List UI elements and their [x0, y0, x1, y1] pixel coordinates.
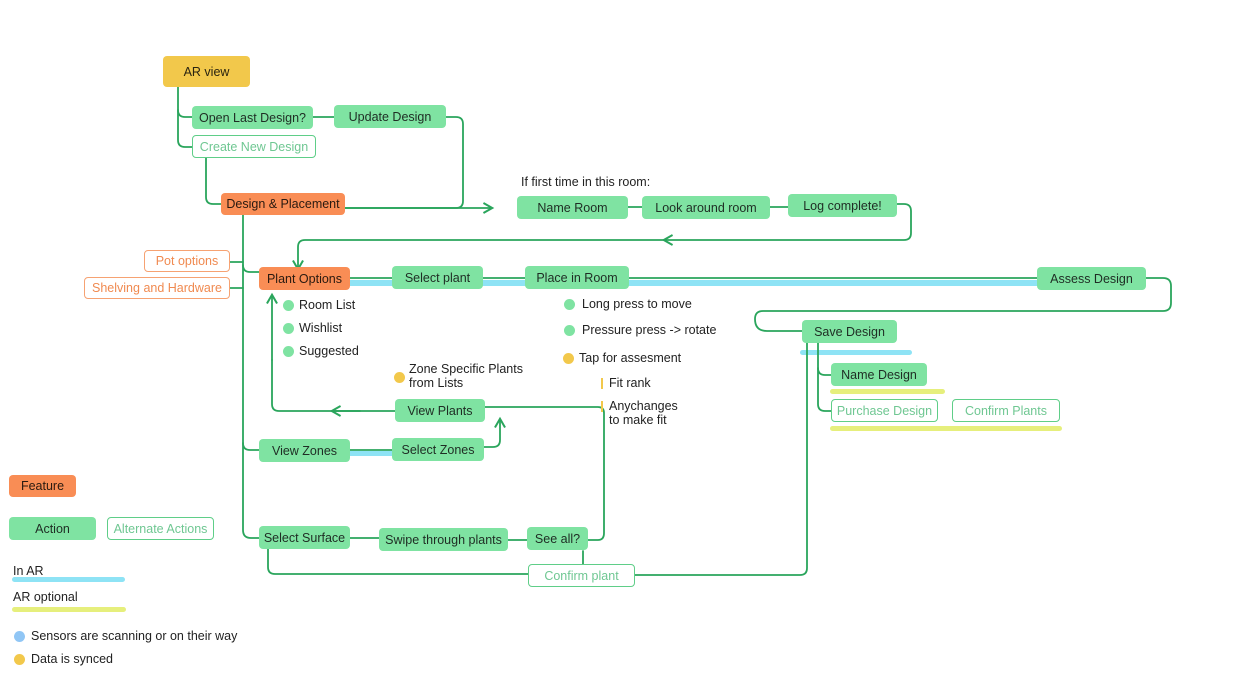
view-zones-node[interactable]: View Zones [259, 439, 350, 462]
update-design-node[interactable]: Update Design [334, 105, 446, 128]
room-list-item: Room List [299, 298, 356, 312]
zone-note-dot [394, 372, 405, 383]
view-zones-label: View Zones [271, 443, 338, 458]
open-last-design-node[interactable]: Open Last Design? [192, 106, 313, 129]
legend-ar-optional-bar [12, 607, 126, 612]
tap-assess-item: Tap for assesment [579, 351, 682, 365]
legend-sensors-label: Sensors are scanning or on their way [31, 629, 238, 643]
long-press-dot [564, 299, 575, 310]
legend-action: Action [9, 517, 96, 540]
assess-design-label: Assess Design [1050, 271, 1133, 286]
legend-alternate-actions: Alternate Actions [107, 517, 214, 540]
room-list-dot [283, 300, 294, 311]
name-room-node[interactable]: Name Room [517, 196, 628, 219]
swipe-through-plants-node[interactable]: Swipe through plants [379, 528, 508, 551]
ar-optional-bar-purchase [830, 426, 1062, 431]
confirm-plants-node[interactable]: Confirm Plants [952, 399, 1060, 422]
confirm-plant-label: Confirm plant [544, 568, 619, 583]
create-new-design-label: Create New Design [199, 139, 309, 154]
look-around-room-label: Look around room [655, 200, 757, 215]
see-all-node[interactable]: See all? [527, 527, 588, 550]
legend-ar-optional-label: AR optional [13, 590, 78, 604]
legend-feature-label: Feature [20, 479, 65, 493]
in-ar-bar-zones [345, 451, 405, 456]
place-in-room-label: Place in Room [536, 270, 618, 285]
confirm-plant-node[interactable]: Confirm plant [528, 564, 635, 587]
confirm-plants-label: Confirm Plants [965, 403, 1047, 418]
pot-options-node[interactable]: Pot options [144, 250, 230, 272]
update-design-label: Update Design [348, 109, 432, 124]
in-ar-bar-main [340, 280, 1052, 286]
select-plant-node[interactable]: Select plant [392, 266, 483, 289]
view-plants-node[interactable]: View Plants [395, 399, 485, 422]
shelving-hardware-label: Shelving and Hardware [92, 281, 222, 295]
any-changes-line1: Anychanges [609, 399, 678, 413]
legend-synced-label: Data is synced [31, 652, 113, 666]
ar-optional-bar-name [830, 389, 945, 394]
ar-view-node[interactable]: AR view [163, 56, 250, 87]
log-complete-node[interactable]: Log complete! [788, 194, 897, 217]
design-placement-node[interactable]: Design & Placement [221, 193, 345, 215]
legend-in-ar-label: In AR [13, 564, 44, 578]
plant-options-label: Plant Options [266, 271, 343, 286]
design-placement-label: Design & Placement [226, 197, 340, 211]
any-changes-tick [601, 401, 603, 412]
select-surface-label: Select Surface [263, 530, 346, 545]
legend-sensors-dot [14, 631, 25, 642]
pressure-press-dot [564, 325, 575, 336]
suggested-dot [283, 346, 294, 357]
see-all-label: See all? [534, 531, 581, 546]
name-design-label: Name Design [841, 367, 917, 382]
legend-in-ar-bar [12, 577, 125, 582]
legend-synced-dot [14, 654, 25, 665]
name-design-node[interactable]: Name Design [831, 363, 927, 386]
zone-note-line2: from Lists [409, 376, 464, 390]
pressure-press-item: Pressure press -> rotate [582, 323, 717, 337]
name-room-label: Name Room [537, 200, 608, 215]
zone-note-line1: Zone Specific Plants [409, 362, 523, 376]
wishlist-dot [283, 323, 294, 334]
save-design-label: Save Design [814, 324, 885, 339]
any-changes-line2: to make fit [609, 413, 667, 427]
legend-feature: Feature [9, 475, 76, 497]
view-plants-label: View Plants [407, 403, 473, 418]
swipe-through-plants-label: Swipe through plants [385, 532, 502, 547]
assess-design-node[interactable]: Assess Design [1037, 267, 1146, 290]
fit-rank-item: Fit rank [609, 376, 651, 390]
select-surface-node[interactable]: Select Surface [259, 526, 350, 549]
plant-options-node[interactable]: Plant Options [259, 267, 350, 290]
open-last-design-label: Open Last Design? [198, 110, 306, 125]
wishlist-item: Wishlist [299, 321, 343, 335]
tap-assess-dot [563, 353, 574, 364]
suggested-item: Suggested [299, 344, 359, 358]
long-press-item: Long press to move [582, 297, 692, 311]
place-in-room-node[interactable]: Place in Room [525, 266, 629, 289]
select-plant-label: Select plant [404, 270, 471, 285]
legend-action-label: Action [35, 521, 70, 536]
purchase-design-node[interactable]: Purchase Design [831, 399, 938, 422]
in-ar-bar-save [800, 350, 912, 355]
look-around-room-node[interactable]: Look around room [642, 196, 770, 219]
save-design-node[interactable]: Save Design [802, 320, 897, 343]
ar-view-label: AR view [183, 64, 230, 79]
select-zones-node[interactable]: Select Zones [392, 438, 484, 461]
purchase-design-label: Purchase Design [836, 403, 933, 418]
create-new-design-node[interactable]: Create New Design [192, 135, 316, 158]
pot-options-label: Pot options [155, 254, 219, 268]
first-time-note: If first time in this room: [521, 175, 651, 189]
select-zones-label: Select Zones [401, 442, 475, 457]
log-complete-label: Log complete! [803, 198, 882, 213]
fit-rank-tick [601, 378, 603, 389]
legend-alternate-actions-label: Alternate Actions [113, 521, 208, 536]
shelving-hardware-node[interactable]: Shelving and Hardware [84, 277, 230, 299]
